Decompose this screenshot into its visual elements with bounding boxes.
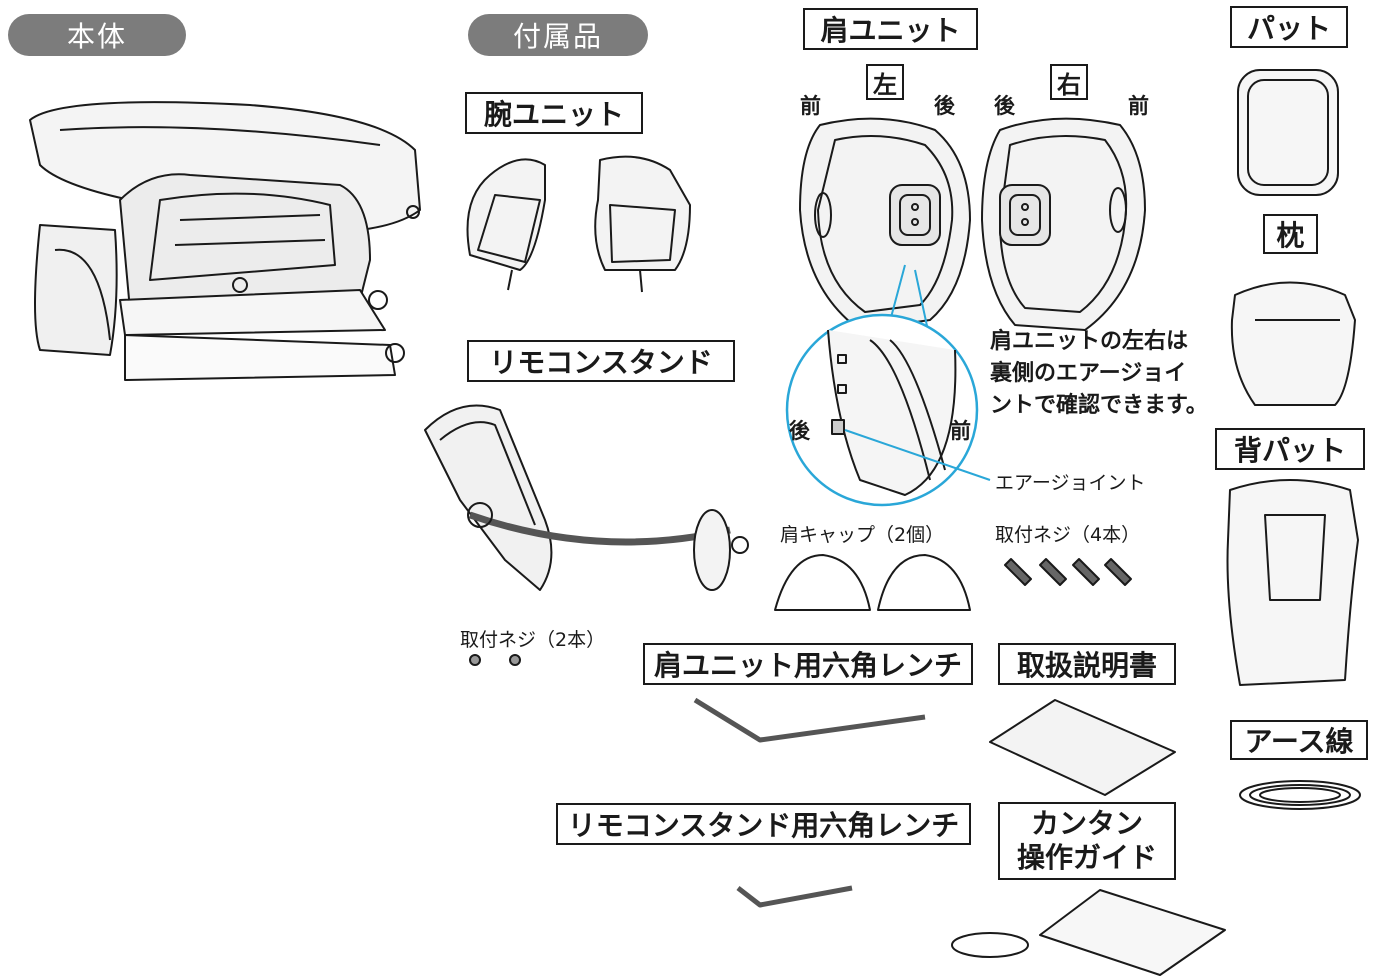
arm-unit-illustration (466, 155, 691, 293)
earth-wire-illustration (1239, 780, 1361, 810)
shoulder-wrench-illustration (693, 697, 926, 743)
label-pad: パット (1230, 6, 1348, 48)
back-pad-illustration (1226, 479, 1359, 686)
quick-guide-string (951, 932, 1029, 958)
label-shoulder-cap: 肩キャップ（2個） (780, 524, 945, 546)
dir-back-left: 後 (934, 94, 955, 118)
quick-guide-line-1: カンタン (1030, 807, 1143, 840)
massage-seat-illustration (29, 101, 421, 381)
shoulder-unit-right-illustration (981, 117, 1146, 331)
remote-stand-illustration (424, 404, 749, 591)
screw-4-illustration (1004, 558, 1132, 586)
pad-illustration (1237, 69, 1339, 196)
shoulder-note: 肩ユニットの左右は 裏側のエアージョイ ントで確認できます。 (990, 326, 1208, 422)
pillow-illustration (1230, 281, 1356, 406)
label-back-pad: 背パット (1215, 428, 1365, 470)
label-shoulder-unit: 肩ユニット (803, 8, 978, 50)
label-arm-unit: 腕ユニット (465, 92, 643, 134)
dir-front-callout: 前 (950, 419, 971, 443)
label-earth-wire: アース線 (1230, 720, 1368, 760)
section-accessories-pill: 付属品 (468, 14, 648, 56)
screw-2-illustration (469, 654, 521, 666)
section-body-pill: 本体 (8, 14, 186, 56)
dir-back-right: 後 (994, 94, 1015, 118)
air-joint-callout (785, 264, 991, 507)
label-remote-stand: リモコンスタンド (467, 340, 735, 382)
label-shoulder-wrench: 肩ユニット用六角レンチ (643, 643, 973, 685)
quick-guide-line-2: 操作ガイド (1016, 841, 1157, 874)
label-air-joint: エアージョイント (995, 472, 1146, 494)
dir-back-callout: 後 (789, 419, 810, 443)
label-screw-2: 取付ネジ（2本） (460, 629, 606, 651)
manual-illustration (989, 699, 1176, 796)
dir-front-right: 前 (1128, 94, 1149, 118)
note-line-1: 肩ユニットの左右は (990, 329, 1189, 354)
label-pillow: 枕 (1263, 214, 1318, 254)
note-line-2: 裏側のエアージョイ (990, 361, 1187, 386)
label-manual: 取扱説明書 (998, 643, 1176, 685)
remote-wrench-illustration (736, 885, 853, 908)
shoulder-unit-left-illustration (799, 117, 971, 331)
shoulder-cap-illustration (774, 554, 971, 611)
label-right: 右 (1050, 64, 1088, 100)
label-screw-4: 取付ネジ（4本） (995, 524, 1141, 546)
label-remote-wrench: リモコンスタンド用六角レンチ (556, 803, 971, 845)
dir-front-left: 前 (800, 94, 821, 118)
note-line-3: ントで確認できます。 (990, 393, 1208, 418)
label-left: 左 (866, 64, 904, 100)
quick-guide-illustration (1039, 889, 1226, 976)
label-quick-guide: カンタン 操作ガイド (998, 802, 1176, 880)
